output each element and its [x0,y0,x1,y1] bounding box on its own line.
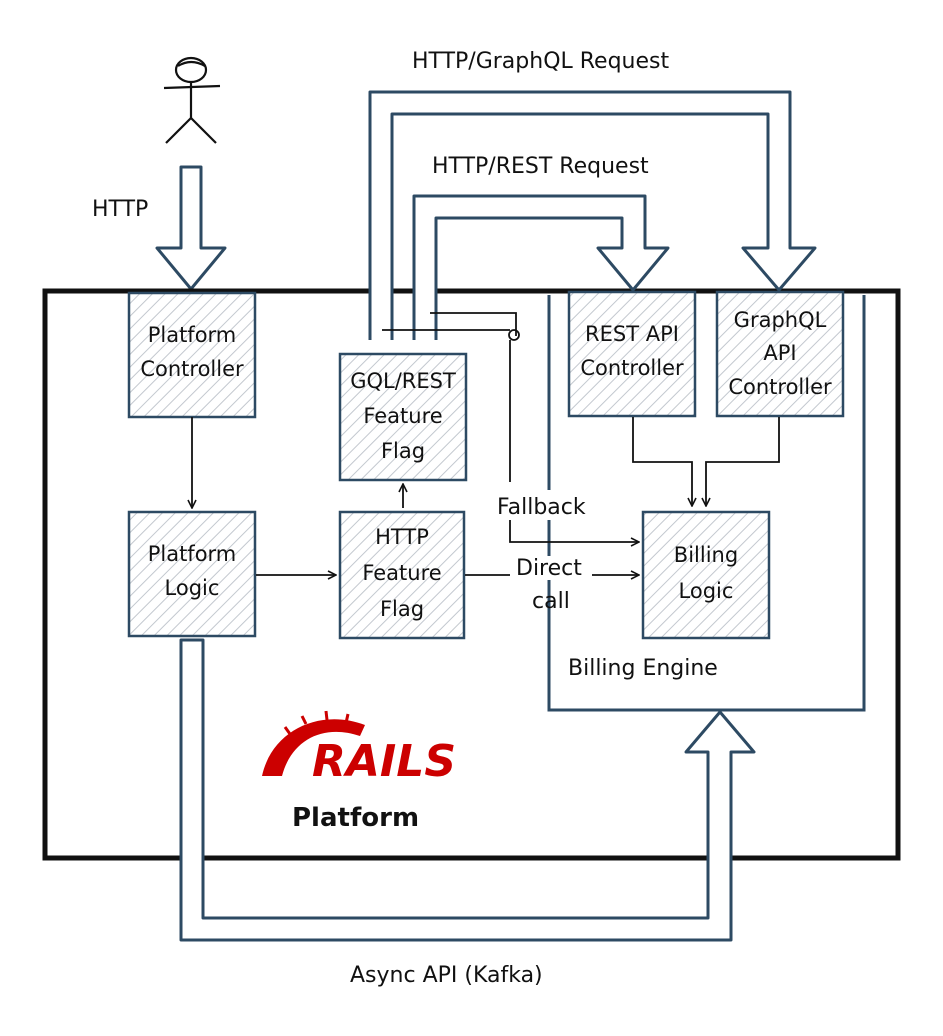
billing-logic-box: Billing Logic [641,510,771,640]
direct-call-label-line1: Direct [516,556,582,581]
gql-rest-feature-flag-box: GQL/REST Feature Flag [338,352,468,482]
svg-text:Controller: Controller [728,375,832,399]
graphql-request-label: HTTP/GraphQL Request [412,49,669,74]
svg-text:Flag: Flag [380,597,424,621]
svg-text:API: API [763,341,796,365]
rest-request-pipe [412,194,670,340]
svg-text:REST API: REST API [585,322,679,346]
user-icon [163,56,221,144]
direct-call-label-line2: call [532,589,570,614]
flag-output-line-2 [430,312,517,336]
billing-engine-label: Billing Engine [568,656,718,681]
svg-text:Platform: Platform [148,323,237,347]
platform-controller-box: Platform Controller [127,291,257,419]
rest-controller-to-billing-arrow [632,417,692,506]
svg-text:Billing: Billing [674,543,738,567]
junction-point [508,329,520,341]
http-feature-flag-box: HTTP Feature Flag [338,510,466,640]
platform-frame [42,288,901,861]
graphql-controller-to-billing-arrow [706,417,780,506]
svg-text:Controller: Controller [140,357,244,381]
graphql-request-pipe [368,90,817,340]
platform-logic-box: Platform Logic [127,510,257,638]
graphql-api-controller-box: GraphQL API Controller [715,290,845,418]
rest-request-label: HTTP/REST Request [432,154,649,179]
rest-api-controller-box: REST API Controller [567,290,697,418]
async-api-pipe [179,638,756,942]
http-label: HTTP [92,197,148,222]
svg-text:Controller: Controller [580,356,684,380]
svg-text:GraphQL: GraphQL [734,308,827,332]
svg-text:HTTP: HTTP [375,525,429,549]
rails-logo-text: RAILS [312,736,456,787]
svg-text:Flag: Flag [381,439,425,463]
async-api-label: Async API (Kafka) [350,963,543,988]
http-pipe-arrow [155,165,227,291]
svg-text:GQL/REST: GQL/REST [350,369,456,393]
svg-text:Platform: Platform [148,542,237,566]
svg-text:Logic: Logic [679,579,734,603]
svg-text:Feature: Feature [363,404,442,428]
svg-text:Logic: Logic [165,576,220,600]
fallback-label: Fallback [497,495,586,520]
svg-text:Feature: Feature [362,561,441,585]
platform-label: Platform [292,803,419,833]
rails-logo-icon: RAILS [262,710,456,787]
